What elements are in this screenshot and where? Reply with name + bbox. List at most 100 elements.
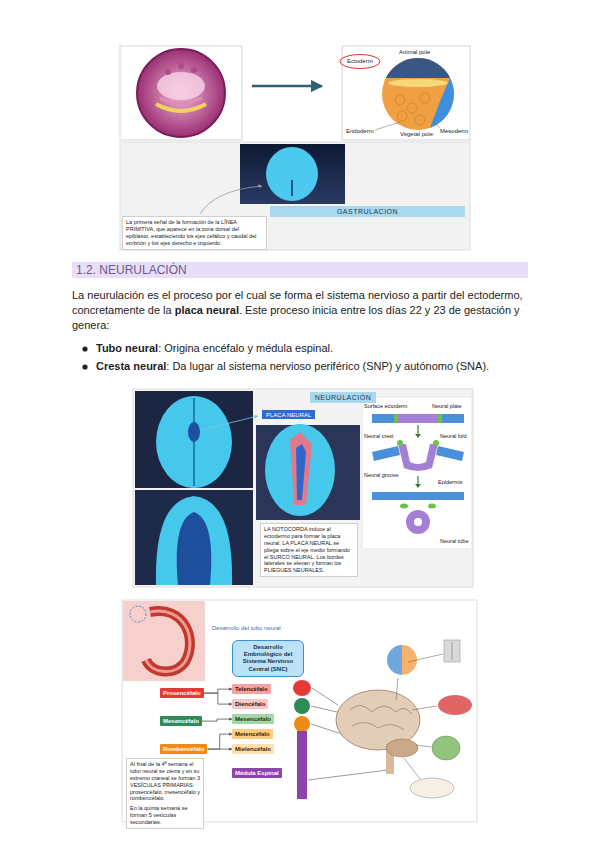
figure-shape	[396, 678, 398, 700]
bold-term: Cresta neural	[96, 360, 166, 372]
figure-shape	[130, 606, 146, 622]
figure-shape	[200, 186, 262, 214]
figure-shape	[415, 115, 425, 125]
section-heading-band: 1.2. NEURULACIÓN	[72, 262, 528, 278]
figure-shape	[290, 432, 312, 505]
figure-shape	[436, 446, 464, 461]
node-text: Al final de la 4ª semana el tubo neural …	[130, 761, 200, 802]
figure-shape	[156, 104, 206, 111]
figure-shape	[122, 600, 477, 822]
figure-label: Neural groove	[364, 472, 399, 478]
figure-shape	[294, 698, 310, 714]
figure-label: Neural crest	[364, 433, 394, 439]
figure-label: Surface ectoderm	[364, 403, 407, 409]
node-text: Prosencéfalo	[163, 690, 201, 697]
figure-shape	[388, 79, 448, 87]
gastrulation-figure	[120, 46, 470, 250]
figure-shape	[352, 722, 404, 730]
figure-shape	[397, 440, 403, 446]
node-text: Diencéfalo	[235, 701, 265, 708]
figure-shape	[156, 496, 232, 585]
bold-term: Tubo neural	[96, 342, 158, 354]
figure-label: Animal pole	[399, 49, 430, 56]
connector	[202, 719, 232, 721]
neurulation-figure	[133, 389, 473, 587]
section-heading: 1.2. NEURULACIÓN	[76, 262, 528, 278]
figure-shape	[123, 601, 205, 681]
vesicle-box: Mesencéfalo	[232, 714, 274, 724]
figure-shape	[420, 93, 430, 103]
figure-shape	[398, 444, 438, 471]
figure-shape	[386, 739, 418, 757]
body-text: La neurulación es el proceso por el cual…	[72, 288, 528, 377]
node-text: Desarrollo Embriológico del Sistema Nerv…	[236, 644, 300, 673]
figure-shape	[266, 147, 318, 201]
figure-shape	[146, 611, 190, 671]
figure-shape	[201, 416, 258, 430]
node-text: Rombencéfalo	[163, 746, 204, 753]
connector	[204, 689, 232, 693]
figure-shape	[177, 512, 212, 585]
figure-shape	[308, 770, 388, 780]
connector	[207, 749, 232, 750]
figure-shape	[438, 695, 472, 715]
bullet-item: Tubo neural: Origina encéfalo y médula e…	[72, 341, 528, 356]
title-band: GASTRULACION	[270, 206, 465, 217]
figure-shape	[412, 706, 437, 710]
vesicle-box: Mesencéfalo	[160, 716, 202, 726]
figure-shape	[137, 49, 225, 137]
figure-shape	[372, 446, 400, 461]
figure-shape	[133, 389, 473, 587]
figure-label: Ectoderm	[347, 58, 373, 65]
figure-shape	[297, 731, 307, 799]
title-band: NEURULACIÓN	[310, 392, 376, 403]
node-text: GASTRULACION	[270, 208, 465, 215]
figure-shape	[240, 144, 345, 204]
figure-shape	[404, 758, 420, 779]
figure-shape	[387, 645, 402, 675]
caption-box: LA NOTOCORDA induce al ectodermo para fo…	[260, 523, 358, 577]
figure-shape	[396, 654, 443, 779]
figure-shape	[135, 391, 253, 488]
figure-label: Epidermis	[438, 479, 462, 485]
brain-development-figure	[122, 600, 477, 822]
caption-box: La primera señal de la formación de la L…	[122, 216, 267, 250]
figure-shape	[120, 46, 242, 140]
figure-shape	[191, 67, 197, 73]
node-text: PLACA NEURAL	[266, 412, 311, 418]
bullet-dot	[82, 346, 88, 352]
vesicle-box: Mielencéfalo	[232, 744, 274, 754]
figure-shape	[433, 121, 440, 128]
figure-shape	[398, 414, 438, 423]
figure-shape	[410, 778, 454, 798]
figure-shape	[432, 736, 460, 760]
vesicle-box: Metencéfalo	[232, 729, 273, 739]
figure-shape	[135, 490, 253, 585]
connector	[204, 693, 232, 704]
node-text: Mielencéfalo	[235, 746, 271, 753]
figure-shape	[416, 745, 431, 747]
bullet-text: : Origina encéfalo y médula espinal.	[158, 342, 333, 354]
figure-caption-line: Desarrollo del tubo neural	[212, 625, 281, 632]
figure-shape	[375, 122, 400, 130]
figure-shape	[256, 425, 360, 520]
bullet-item: Cresta neural: Da lugar al sistema nervi…	[72, 359, 528, 374]
figure-shape	[146, 611, 190, 671]
figure-shape	[397, 111, 407, 121]
figure-shape	[438, 414, 442, 423]
figure-shape	[350, 705, 412, 714]
figure-shape	[433, 440, 439, 446]
node-text: Telencéfalo	[235, 686, 268, 693]
figure-shape	[340, 55, 380, 69]
figure-shape	[178, 63, 184, 69]
figure-shape	[342, 46, 470, 140]
figure-shape	[414, 518, 422, 526]
vesicle-box: Rombencéfalo	[160, 744, 207, 754]
bullet-dot	[82, 364, 88, 370]
figure-shape	[408, 654, 443, 662]
heading-box: Desarrollo Embriológico del Sistema Nerv…	[232, 640, 304, 677]
